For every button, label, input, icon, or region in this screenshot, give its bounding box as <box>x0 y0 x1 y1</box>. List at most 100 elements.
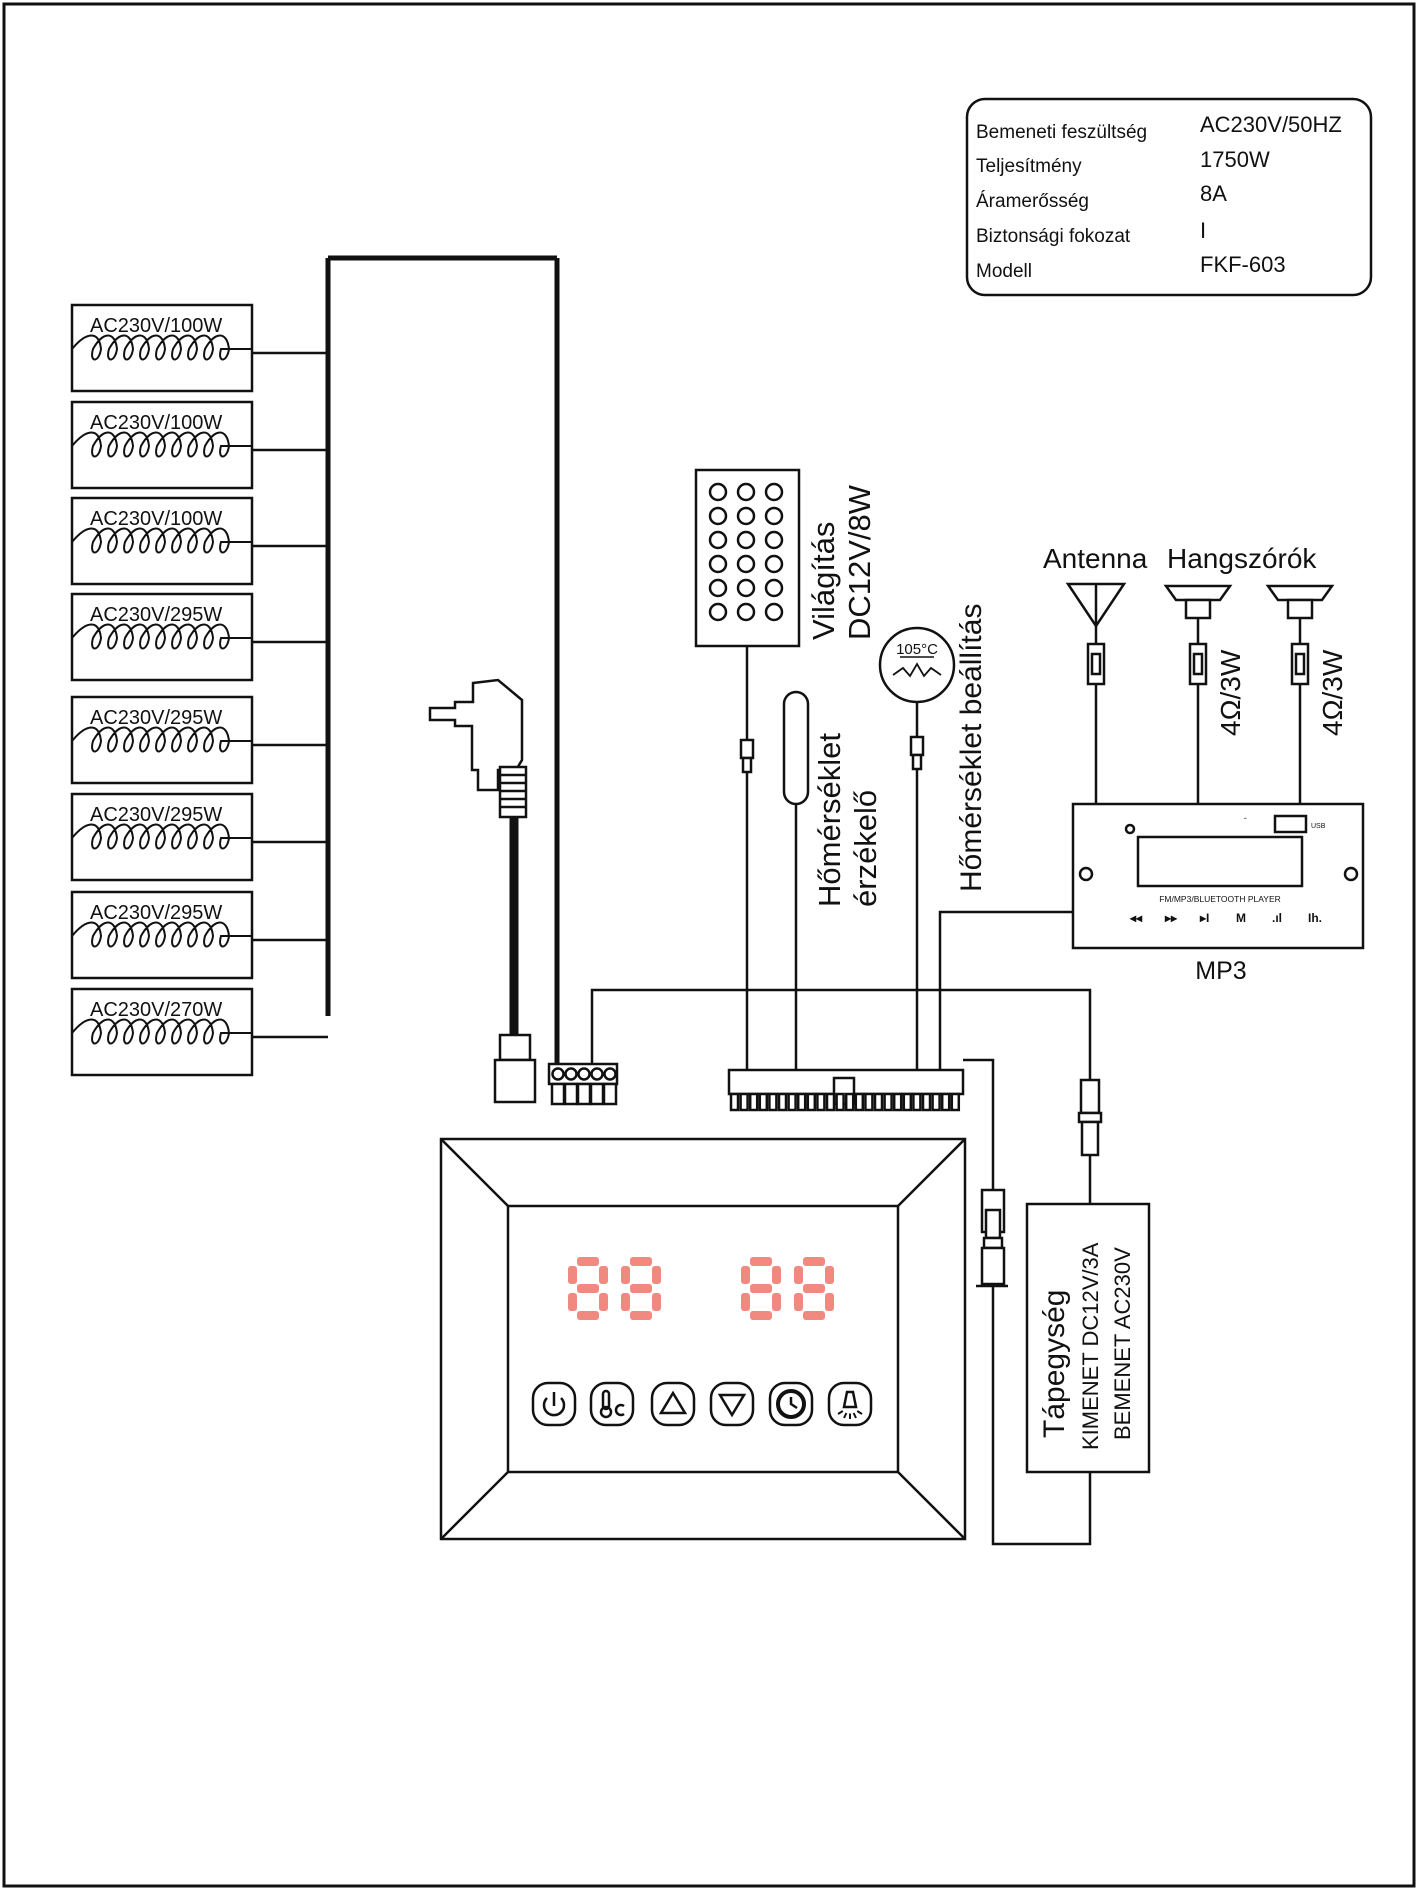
led-dot <box>736 554 756 574</box>
digit <box>568 1257 608 1320</box>
spec-value: 1750W <box>1200 147 1270 172</box>
main-connector <box>727 1068 965 1112</box>
psu-title: Tápegység <box>1038 1290 1071 1438</box>
mp3-display <box>1136 835 1304 888</box>
heater-label: AC230V/100W <box>90 508 222 530</box>
led-dot <box>736 578 756 598</box>
heater-label: AC230V/270W <box>90 999 222 1021</box>
heater-coil <box>71 726 252 753</box>
arrow-up-icon[interactable] <box>650 1381 696 1427</box>
spec-label: Biztonsági fokozat <box>976 226 1131 247</box>
led-dot <box>736 602 756 622</box>
sensor-label: Hőmérséklet <box>812 733 847 907</box>
mp3-label: MP3 <box>1195 957 1246 985</box>
led-dot <box>764 578 784 598</box>
plug-connector <box>498 1033 532 1062</box>
heater-coil <box>71 431 252 458</box>
heater-element: AC230V/100W <box>70 400 328 490</box>
heater-element: AC230V/100W <box>70 496 328 586</box>
spec-table: Bemeneti feszültség AC230V/50HZ Teljesít… <box>965 97 1373 297</box>
spec-label: Bemeneti feszültség <box>976 122 1147 143</box>
led-dot <box>708 602 728 622</box>
mp3-control-button[interactable]: M <box>1236 911 1246 925</box>
led-dot <box>708 530 728 550</box>
led-dot <box>764 554 784 574</box>
heater-element: AC230V/295W <box>70 890 328 980</box>
terminal-block <box>547 988 1092 1106</box>
heater-element: AC230V/295W <box>70 592 328 682</box>
led-dot <box>764 506 784 526</box>
mp3-control-button[interactable]: ◂◂ <box>1129 911 1143 925</box>
heater-element: AC230V/295W <box>70 695 328 785</box>
spec-row: Biztonsági fokozat I <box>976 218 1206 247</box>
heater-coil <box>71 527 252 554</box>
spec-row: Modell FKF-603 <box>976 252 1286 282</box>
mp3-control-button[interactable]: Ih. <box>1308 911 1322 925</box>
spec-label: Teljesítmény <box>976 156 1082 177</box>
mp3-control-button[interactable]: ▸▸ <box>1164 911 1178 925</box>
led-dot <box>736 506 756 526</box>
heater-coil <box>71 823 252 850</box>
lighting-label: Világítás <box>806 522 841 640</box>
heater-coil <box>71 1018 252 1045</box>
heater-label: AC230V/295W <box>90 804 222 826</box>
heater-label: AC230V/100W <box>90 315 222 337</box>
svg-text:ˆ: ˆ <box>1244 817 1247 826</box>
speaker-icon: 4Ω/3W <box>1163 584 1246 804</box>
led-dot <box>736 530 756 550</box>
heater-coil <box>71 334 252 361</box>
antenna-icon <box>1065 582 1127 804</box>
heater-label: AC230V/295W <box>90 707 222 729</box>
led-dot <box>708 554 728 574</box>
light-icon[interactable] <box>827 1381 873 1427</box>
speaker2-spec: 4Ω/3W <box>1317 649 1348 736</box>
heater-group: AC230V/100W AC230V/100W AC230V/100W AC230V/… <box>70 255 560 1077</box>
spec-value: 8A <box>1200 181 1227 206</box>
digit <box>794 1257 834 1320</box>
heater-label: AC230V/100W <box>90 412 222 434</box>
heater-coil <box>71 623 252 650</box>
speakers-label: Hangszórók <box>1167 543 1317 574</box>
spec-row: Bemeneti feszültség AC230V/50HZ <box>976 112 1342 143</box>
spec-value: I <box>1200 218 1206 243</box>
led-dot <box>708 578 728 598</box>
heater-list: AC230V/100W AC230V/100W AC230V/100W AC230V/… <box>70 303 328 1077</box>
spec-label: Modell <box>976 261 1032 282</box>
thermometer-icon[interactable] <box>589 1381 635 1427</box>
led-dot <box>764 602 784 622</box>
heater-element: AC230V/270W <box>70 987 328 1077</box>
mp3-control-button[interactable]: ▸I <box>1199 911 1209 925</box>
lighting-unit: Világítás DC12V/8W <box>694 468 877 1070</box>
mp3-control-button[interactable]: .ıl <box>1272 911 1282 925</box>
spec-label: Áramerősség <box>976 191 1089 212</box>
usb-label: USB <box>1311 823 1326 830</box>
audio-section: Antenna Hangszórók 4Ω/3W 4Ω/3W <box>1043 543 1348 804</box>
heater-label: AC230V/295W <box>90 902 222 924</box>
psu-input: BEMENET AC230V <box>1110 1247 1135 1440</box>
sensor-sublabel: érzékelő <box>848 790 883 907</box>
power-plug <box>428 678 537 1104</box>
digit <box>621 1257 661 1320</box>
spec-value: FKF-603 <box>1200 252 1286 277</box>
led-dot <box>736 482 756 502</box>
led-dot <box>708 482 728 502</box>
arrow-down-icon[interactable] <box>709 1381 755 1427</box>
power-supply: Tápegység KIMENET DC12V/3A BEMENET AC230… <box>963 1058 1151 1546</box>
led-dot <box>708 506 728 526</box>
heater-coil <box>71 921 252 948</box>
power-icon[interactable] <box>531 1381 577 1427</box>
speaker1-spec: 4Ω/3W <box>1215 649 1246 736</box>
heater-label: AC230V/295W <box>90 604 222 626</box>
digit <box>741 1257 781 1320</box>
antenna-label: Antenna <box>1043 543 1148 574</box>
speaker-icon: 4Ω/3W <box>1265 584 1348 804</box>
temperature-sensor: Hőmérséklet érzékelő <box>782 690 883 1070</box>
heater-element: AC230V/295W <box>70 792 328 882</box>
led-dot <box>764 482 784 502</box>
clock-icon[interactable] <box>768 1381 814 1427</box>
psu-output: KIMENET DC12V/3A <box>1078 1242 1103 1450</box>
lighting-spec: DC12V/8W <box>842 484 877 640</box>
heater-element: AC230V/100W <box>70 303 328 393</box>
